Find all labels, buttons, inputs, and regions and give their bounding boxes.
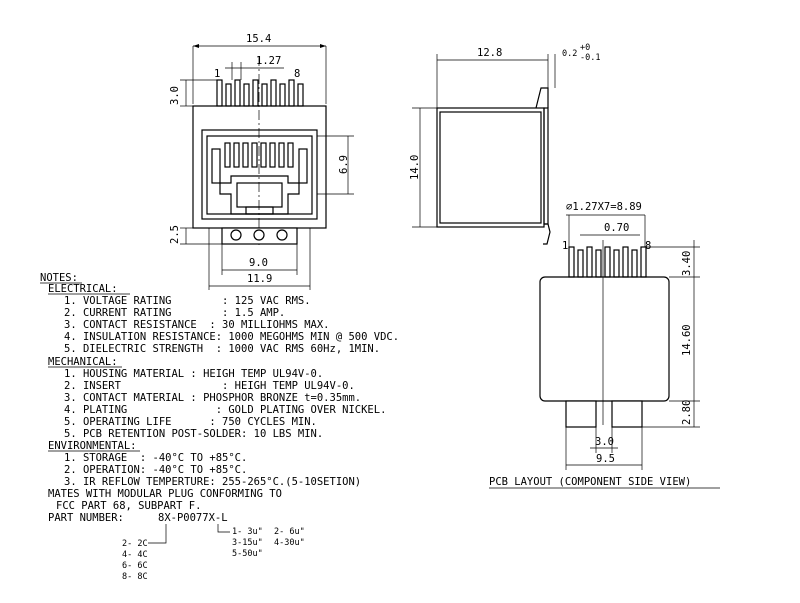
contact-option-8: 8- 8C: [122, 572, 148, 582]
plating-option-1: 1- 3u": [232, 527, 263, 537]
front-pitch-label: 1.27: [256, 55, 281, 67]
notes-heading: NOTES:: [40, 272, 78, 284]
pcb-pin-1: 1: [562, 240, 568, 252]
pcb-offset-label: 0.70: [604, 222, 629, 234]
plating-option-3: 3-15u": [232, 538, 263, 548]
front-post-span-label: 9.0: [249, 257, 268, 269]
side-housing: [436, 107, 545, 228]
front-contacts: [224, 142, 294, 168]
environmental-note-2: 2. OPERATION: -40°C TO +85°C.: [64, 464, 247, 476]
side-tolerance-label: 0.2: [562, 49, 577, 59]
mates-line-1: MATES WITH MODULAR PLUG CONFORMING TO: [48, 488, 282, 500]
pcb-post-left: [565, 400, 597, 428]
front-posts: [221, 227, 298, 245]
front-pin-8: 8: [294, 68, 300, 80]
front-opening-height-label: 6.9: [338, 155, 350, 174]
side-height-label: 14.0: [409, 155, 421, 180]
pcb-pin-span-label: ⌀1.27X7=8.89: [566, 201, 642, 213]
part-number-label: PART NUMBER:: [48, 512, 124, 524]
contact-option-4: 4- 4C: [122, 550, 148, 560]
front-pins: [216, 79, 304, 107]
mechanical-note-6: 5. PCB RETENTION POST-SOLDER: 10 LBS MIN…: [64, 428, 323, 440]
electrical-note-2: 2. CURRENT RATING : 1.5 AMP.: [64, 307, 285, 319]
electrical-note-3: 3. CONTACT RESISTANCE : 30 MILLIOHMS MAX…: [64, 319, 330, 331]
contact-option-6: 6- 6C: [122, 561, 148, 571]
front-pin-1: 1: [214, 68, 220, 80]
electrical-note-5: 5. DIELECTRIC STRENGTH : 1000 VAC RMS 60…: [64, 343, 380, 355]
side-view: 12.8 0.2 +0 -0.1 14.0: [409, 43, 600, 245]
plating-option-4: 4-30u": [274, 538, 305, 548]
mechanical-note-1: 1. HOUSING MATERIAL : HEIGH TEMP UL94V-0…: [64, 368, 323, 380]
mechanical-note-4: 4. PLATING : GOLD PLATING OVER NICKEL.: [64, 404, 386, 416]
pcb-dim-top: 3.40: [681, 251, 693, 276]
electrical-note-1: 1. VOLTAGE RATING : 125 VAC RMS.: [64, 295, 311, 307]
pcb-post-gap: 3.0: [595, 436, 614, 448]
pcb-pin-8: 8: [645, 240, 651, 252]
pcb-post-right: [611, 400, 643, 428]
environmental-note-3: 3. IR REFLOW TEMPERTURE: 255-265°C.(5-10…: [64, 476, 361, 488]
electrical-note-4: 4. INSULATION RESISTANCE: 1000 MEGOHMS M…: [64, 331, 399, 343]
pcb-body: [539, 276, 670, 402]
plating-option-2: 2- 6u": [274, 527, 305, 537]
part-number-value: 8X-P0077X-L: [158, 512, 228, 524]
notes: NOTES: ELECTRICAL: 1. VOLTAGE RATING : 1…: [40, 272, 399, 582]
mechanical-note-3: 3. CONTACT MATERIAL : PHOSPHOR BRONZE t=…: [64, 392, 361, 404]
side-tolerance-minus: -0.1: [580, 53, 600, 63]
pcb-post-span: 9.5: [596, 453, 615, 465]
pcb-layout-title: PCB LAYOUT (COMPONENT SIDE VIEW): [489, 476, 691, 488]
pcb-dim-mid: 14.60: [681, 324, 693, 356]
side-depth-label: 12.8: [477, 47, 502, 59]
environmental-note-1: 1. STORAGE : -40°C TO +85°C.: [64, 452, 247, 464]
pcb-dim-bottom: 2.80: [681, 400, 693, 425]
front-width-label: 15.4: [246, 33, 271, 45]
front-view: 15.4 1.27 1 8 3.0: [169, 33, 354, 290]
front-housing: [192, 105, 327, 229]
pcb-layout: ⌀1.27X7=8.89 0.70 1 8: [489, 201, 720, 489]
mates-line-2: FCC PART 68, SUBPART F.: [56, 500, 201, 512]
front-pin-height-label: 3.0: [169, 86, 181, 105]
side-tolerance-plus: +0: [580, 43, 590, 53]
mechanical-heading: MECHANICAL:: [48, 356, 118, 368]
plating-option-5: 5-50u": [232, 549, 263, 559]
mechanical-note-5: 5. OPERATING LIFE : 750 CYCLES MIN.: [64, 416, 317, 428]
mechanical-note-2: 2. INSERT : HEIGH TEMP UL94V-0.: [64, 380, 355, 392]
environmental-heading: ENVIRONMENTAL:: [48, 440, 137, 452]
pcb-pins: [568, 246, 647, 278]
contact-option-2: 2- 2C: [122, 539, 148, 549]
electrical-heading: ELECTRICAL:: [48, 283, 118, 295]
front-base-width-label: 11.9: [247, 273, 272, 285]
front-post-height-label: 2.5: [169, 225, 181, 244]
